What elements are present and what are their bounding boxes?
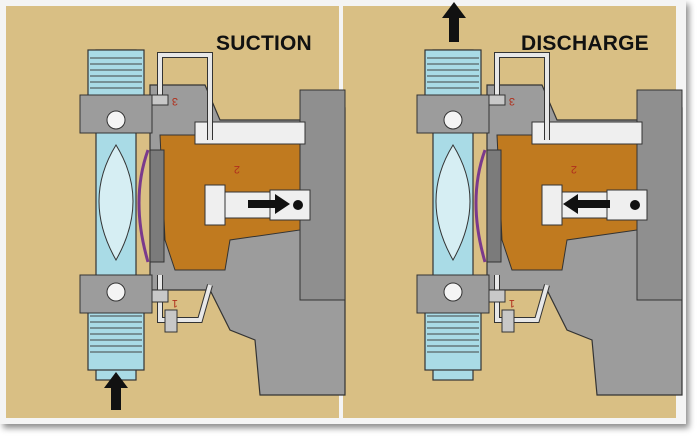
outflow-arrow	[442, 2, 466, 42]
inflow-arrow	[104, 372, 128, 410]
label-2-left: 2	[234, 163, 240, 175]
label-1-right: 1	[509, 297, 515, 309]
label-3-left: 3	[172, 95, 178, 107]
discharge-title: DISCHARGE	[521, 32, 649, 55]
discharge-pump	[417, 2, 682, 395]
label-2-right: 2	[571, 163, 577, 175]
piston-arrow-left	[563, 194, 610, 214]
suction-pump	[80, 50, 345, 410]
piston-arrow-right	[248, 194, 290, 214]
label-3-right: 3	[509, 95, 515, 107]
label-1-left: 1	[172, 297, 178, 309]
suction-title: SUCTION	[216, 32, 312, 55]
